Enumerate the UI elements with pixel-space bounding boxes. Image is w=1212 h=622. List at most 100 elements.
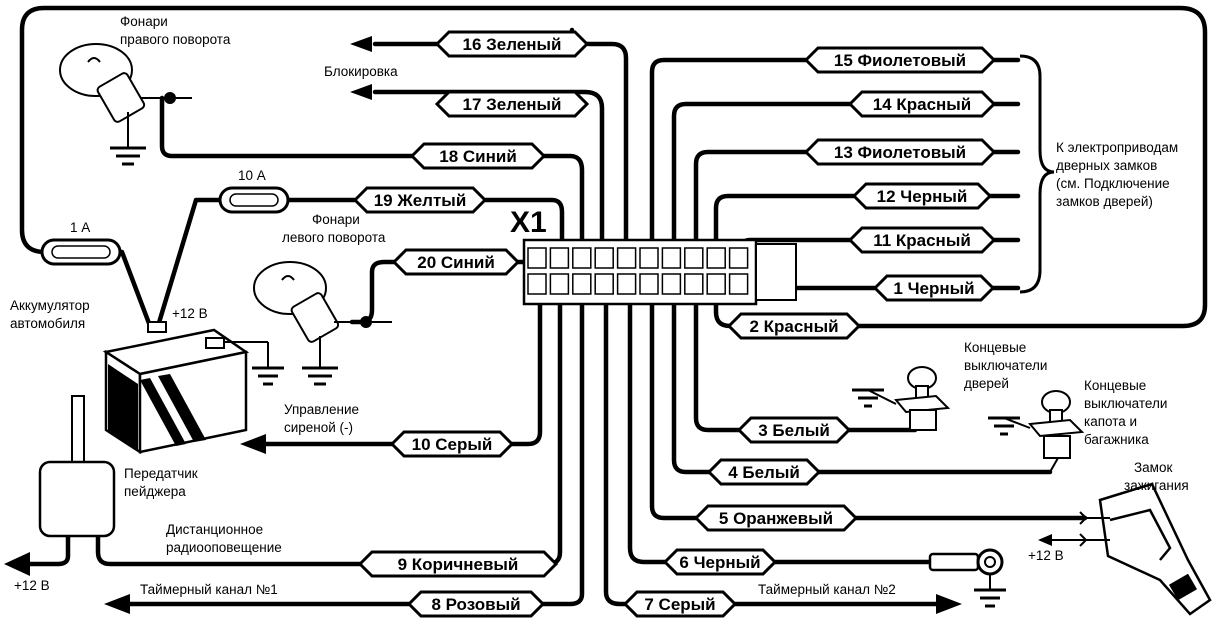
fuse-1a-label: 1 А: [70, 220, 90, 235]
connector-pin: [527, 273, 547, 295]
wire-tag-w6: [662, 548, 778, 576]
door-switch-label-2: выключатели: [964, 358, 1047, 373]
pager-label-1: Передатчик: [124, 466, 198, 481]
wire-tag-label-w2: 2 Красный: [749, 317, 838, 336]
wire-13: [693, 149, 1021, 255]
connector-pin: [661, 273, 682, 295]
connector-pin: [728, 273, 749, 295]
arrow-block-16: [350, 36, 372, 52]
ignition-label-2: зажигания: [1124, 478, 1189, 493]
connector-x1: X1: [510, 206, 797, 306]
wire-tag-w13: [803, 138, 997, 166]
wire-tag-w8: [406, 590, 546, 618]
wire-tag-w10: [389, 430, 515, 458]
wire-16: [372, 27, 629, 255]
connector-pin: [639, 247, 659, 269]
wire-pager-plus: [17, 533, 71, 567]
connector-pin: [549, 247, 570, 269]
radio-label-1: Дистанционное: [166, 522, 263, 537]
locks-label-2: дверных замков: [1056, 158, 1157, 173]
siren-label-1: Управление: [284, 402, 359, 417]
wire-tag-label-w17: 17 Зеленый: [462, 95, 561, 114]
connector-name: X1: [510, 206, 547, 239]
connector-pin: [594, 273, 614, 295]
wire-5: [649, 297, 1088, 521]
wire-tag-label-w11: 11 Красный: [873, 231, 971, 250]
wire-tag-label-w19: 19 Желтый: [374, 191, 467, 210]
connector-pin: [684, 247, 704, 269]
locks-label-4: замков дверей): [1056, 194, 1153, 209]
wire-tag-w20: [391, 248, 521, 276]
connector-pin: [572, 247, 592, 269]
wire-tag-w11: [847, 226, 997, 254]
siren-label-2: сиреной (-): [284, 420, 353, 435]
wire-3: [693, 297, 918, 433]
battery-label-2: автомобиля: [10, 316, 85, 331]
ignition-switch-icon: [1038, 482, 1212, 616]
arrow-siren: [240, 434, 266, 454]
wire-tag-w9: [357, 550, 559, 578]
timer2-label: Таймерный канал №2: [758, 582, 896, 597]
wire-8: [117, 297, 585, 607]
wire-14: [671, 101, 1021, 255]
door-switch-icon: [852, 366, 951, 431]
locks-label-1: К электроприводам: [1056, 140, 1178, 155]
wire-18: [159, 95, 585, 255]
hood-switch-label-4: багажника: [1084, 432, 1149, 447]
pager-label-2: пейджера: [124, 484, 186, 499]
wire-4: [671, 297, 1053, 475]
timer1-label: Таймерный канал №1: [140, 582, 278, 597]
connector-pin: [549, 273, 570, 295]
arrows: [4, 36, 962, 614]
door-switch-label-1: Концевые: [964, 340, 1026, 355]
wire-tag-w4: [706, 458, 822, 486]
ground-6-icon: [928, 548, 1006, 608]
wire-12: [713, 193, 1021, 255]
hood-switch-label-1: Концевые: [1084, 378, 1146, 393]
ignition-plus12: +12 В: [1028, 548, 1064, 563]
wire-tag-w17: [434, 90, 590, 118]
radio-label-2: радиооповещение: [166, 540, 282, 555]
ignition-label-1: Замок: [1134, 460, 1172, 475]
wire-tag-label-w18: 18 Синий: [439, 147, 517, 166]
wire-tag-label-w5: 5 Оранжевый: [719, 509, 833, 528]
wire-tag-label-w15: 15 Фиолетовый: [834, 51, 966, 70]
wire-tag-w14: [847, 90, 997, 118]
wire-tag-label-w12: 12 Черный: [877, 187, 968, 206]
wire-tag-label-w1: 1 Черный: [893, 279, 974, 298]
arrow-block-17: [350, 84, 372, 100]
block-label: Блокировка: [324, 64, 398, 79]
connector-pin: [572, 273, 592, 295]
connector-pin: [639, 273, 659, 295]
left-turn-label-1: Фонари: [312, 212, 360, 227]
wire-hood-switch: [1049, 457, 1059, 473]
fuse-1a: 1 А: [40, 220, 122, 266]
left-turn-label-2: левого поворота: [282, 230, 386, 245]
connector-pin: [527, 247, 547, 269]
connector-pin: [728, 247, 749, 269]
battery-plus12: +12 В: [172, 306, 208, 321]
wire-tag-label-w7: 7 Серый: [644, 595, 715, 614]
wire-tag-label-w6: 6 Черный: [679, 553, 760, 572]
pager-transmitter-icon: [38, 395, 116, 538]
wire-tag-w3: [736, 416, 852, 444]
wire-tag-w19: [352, 186, 488, 214]
text-labels: Фонари правого поворота Фонари левого по…: [10, 14, 1189, 597]
connector-pin: [616, 247, 637, 269]
wire-tag-label-w4: 4 Белый: [728, 463, 800, 482]
wire-tag-w2: [726, 312, 862, 340]
wire-tag-label-w10: 10 Серый: [412, 435, 493, 454]
locks-label-3: (см. Подключение: [1056, 176, 1170, 191]
fuse-10a-label: 10 А: [238, 168, 266, 183]
connector-pin: [684, 273, 704, 295]
hood-switch-icon: [988, 390, 1085, 459]
wire-7: [603, 297, 943, 607]
right-turn-bulb-icon: [59, 43, 192, 166]
battery-icon: [102, 321, 284, 455]
hood-switch-label-2: выключатели: [1084, 396, 1167, 411]
wire-10a-fuse: [155, 197, 565, 329]
wire-10: [259, 297, 543, 447]
wire-17: [372, 89, 605, 255]
